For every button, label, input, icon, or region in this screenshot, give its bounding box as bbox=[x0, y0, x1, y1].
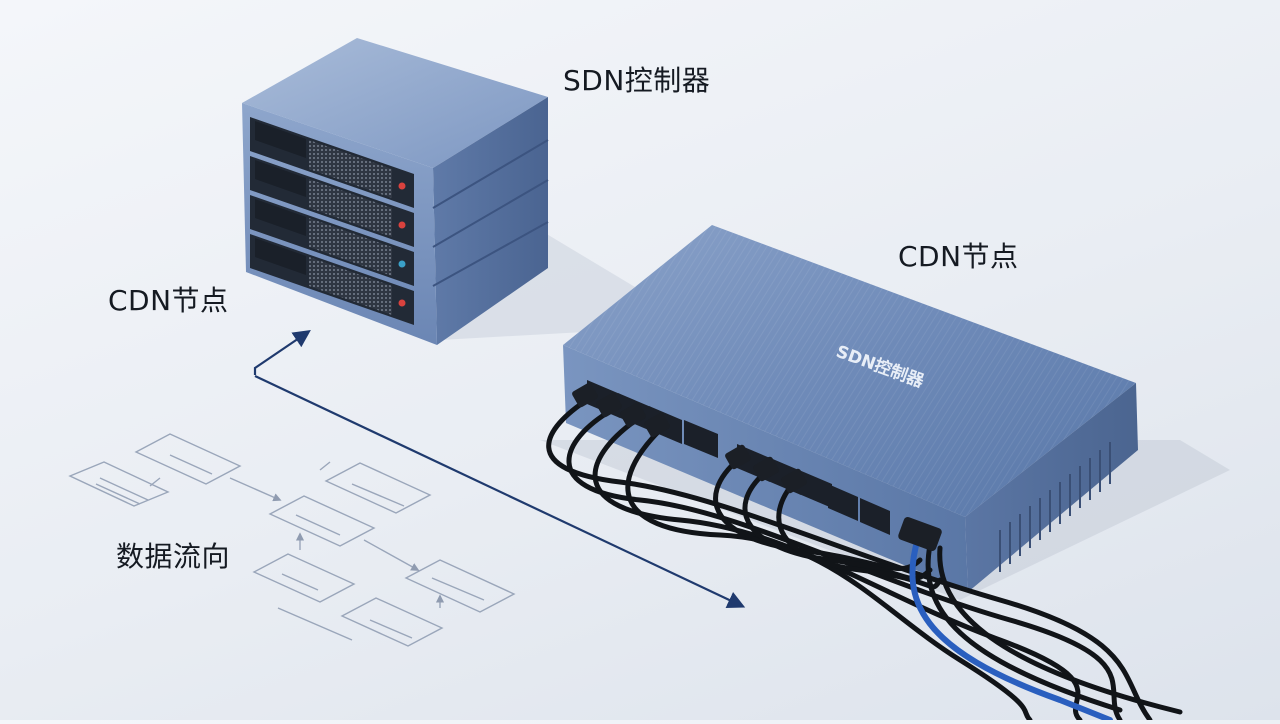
arrow-icon bbox=[254, 375, 746, 608]
cdn-node-label-right: CDN节点 bbox=[898, 240, 1019, 273]
flow-box bbox=[134, 433, 242, 485]
cables bbox=[546, 382, 1183, 723]
flow-box bbox=[404, 559, 516, 613]
flow-box bbox=[252, 553, 356, 603]
server-rack-icon bbox=[242, 38, 549, 345]
cdn-node-label-left: CDN节点 bbox=[108, 284, 229, 317]
server-unit bbox=[250, 234, 414, 325]
flow-box bbox=[340, 597, 444, 647]
flow-box bbox=[268, 495, 376, 547]
data-flow-label: 数据流向 bbox=[116, 540, 231, 573]
server-unit bbox=[250, 156, 414, 247]
document-icon bbox=[68, 461, 170, 507]
server-unit bbox=[250, 117, 414, 208]
arrow-icon bbox=[253, 330, 311, 375]
server-unit bbox=[250, 195, 414, 286]
sdn-controller-label: SDN控制器 bbox=[563, 64, 711, 97]
flow-diagram bbox=[68, 433, 516, 647]
flow-box bbox=[324, 462, 432, 514]
